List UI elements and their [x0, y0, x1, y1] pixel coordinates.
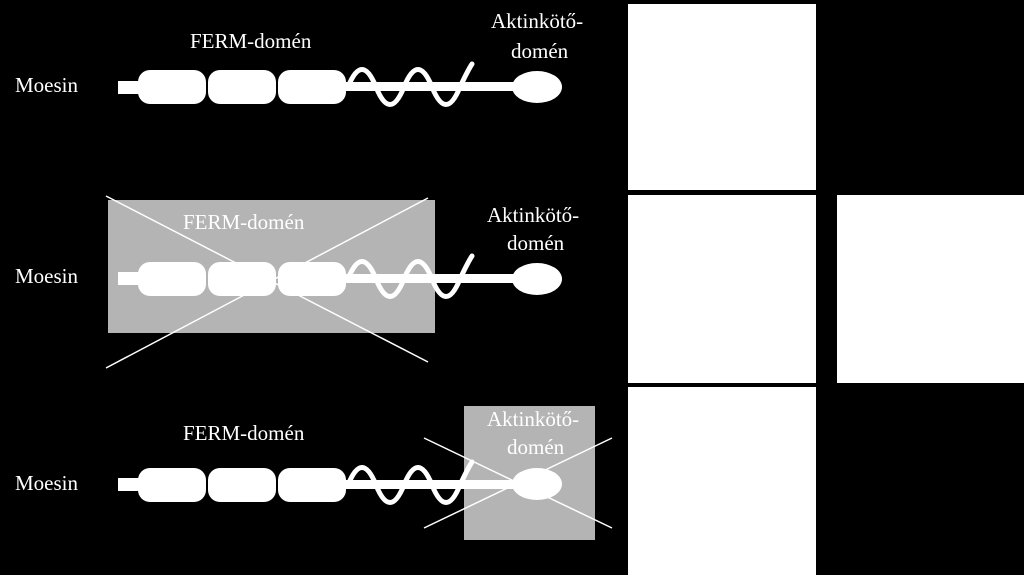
actin-binding-label-line2: domén: [507, 435, 565, 459]
image-panel-row3-col1: [628, 387, 816, 575]
image-panels: [628, 4, 1024, 575]
ferm-lobe-1: [138, 468, 206, 502]
deletion-cross-line-b: [105, 197, 429, 369]
ferm-lobe-2: [208, 468, 276, 502]
actin-binding-domain-shape: [512, 71, 562, 103]
protein-label: Moesin: [15, 264, 79, 288]
actin-binding-domain-shape: [512, 263, 562, 295]
actin-binding-label-line2: domén: [507, 231, 565, 255]
actin-binding-domain-shape: [512, 468, 562, 500]
actin-binding-label-line1: Aktinkötő-: [491, 9, 583, 33]
moesin-molecule: [118, 61, 562, 107]
n-terminal-stub: [118, 81, 142, 94]
ferm-lobe-1: [138, 70, 206, 104]
ferm-lobe-2: [208, 70, 276, 104]
alpha-helix: [345, 61, 475, 107]
ferm-domain-label: FERM-domén: [183, 210, 305, 234]
image-panel-row2-col2: [837, 195, 1024, 383]
actin-binding-label-line1: Aktinkötő-: [487, 203, 579, 227]
ferm-lobe-3: [278, 70, 346, 104]
construct-row-3: Moesin FERM-domén Aktinkötő- domén: [15, 406, 613, 540]
deletion-cross-line-b: [423, 437, 613, 529]
deletion-cross-line-a: [105, 195, 429, 363]
image-panel-row1-col1: [628, 4, 816, 190]
moesin-molecule: [118, 253, 562, 299]
n-terminal-stub: [118, 272, 142, 285]
ferm-lobe-1: [138, 262, 206, 296]
ferm-domain-label: FERM-domén: [183, 421, 305, 445]
protein-label: Moesin: [15, 73, 79, 97]
actin-binding-label-line2: domén: [511, 39, 569, 63]
actin-binding-label-line1: Aktinkötő-: [487, 407, 579, 431]
protein-label: Moesin: [15, 471, 79, 495]
construct-row-1: Moesin FERM-domén Aktinkötő- domén: [15, 9, 583, 107]
ferm-lobe-3: [278, 262, 346, 296]
moesin-molecule: [118, 459, 562, 505]
n-terminal-stub: [118, 478, 142, 491]
ferm-domain-label: FERM-domén: [190, 29, 312, 53]
construct-row-2: Moesin FERM-domén Aktinkötő- domén: [15, 195, 579, 369]
ferm-lobe-3: [278, 468, 346, 502]
image-panel-row2-col1: [628, 195, 816, 383]
alpha-helix: [345, 253, 475, 299]
alpha-helix: [345, 459, 475, 505]
